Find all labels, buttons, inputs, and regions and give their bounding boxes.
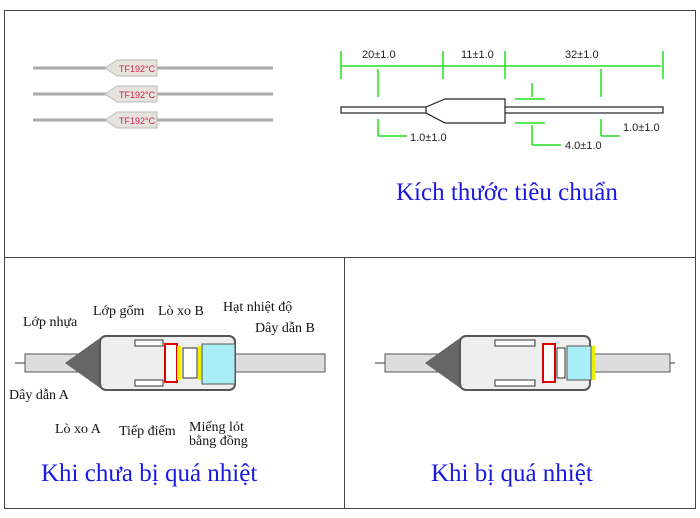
normal-state-panel: Lớp nhựa Lớp gốm Lò xo B Hạt nhiệt độ Dâ… [4, 257, 345, 509]
overheat-state-panel: Khi bị quá nhiệt [344, 257, 696, 509]
fuse-photos-and-dimension-drawing: TF192°C TF192°C TF192°C 20±1.0 11±1.0 32… [33, 49, 664, 152]
fuse-cutaway-normal [15, 335, 326, 391]
label-spring-a: Lò xo A [55, 422, 101, 437]
svg-text:20±1.0: 20±1.0 [362, 49, 396, 61]
label-plastic-layer: Lớp nhựa [23, 315, 78, 330]
svg-text:32±1.0: 32±1.0 [565, 49, 599, 61]
label-spring-b: Lò xo B [158, 304, 204, 319]
fuse-photos: TF192°C TF192°C TF192°C [33, 59, 273, 129]
label-contact: Tiếp điểm [119, 424, 176, 439]
label-copper-pad: Miếng lót [189, 420, 244, 435]
fuse-marking-text: TF192°C [119, 64, 156, 74]
fuse-outline [340, 98, 664, 124]
standard-dimensions-caption: Kích thước tiêu chuẩn [396, 179, 618, 206]
label-ceramic-layer: Lớp gốm [93, 304, 145, 319]
svg-text:TF192°C: TF192°C [119, 90, 156, 100]
dimension-drawing [340, 51, 664, 146]
overheat-state-caption: Khi bị quá nhiệt [431, 460, 593, 487]
svg-text:TF192°C: TF192°C [119, 116, 156, 126]
standard-dimensions-panel: TF192°C TF192°C TF192°C 20±1.0 11±1.0 32… [4, 10, 696, 258]
fuse-cutaway-overheated [375, 335, 675, 391]
normal-state-caption: Khi chưa bị quá nhiệt [41, 460, 258, 487]
label-copper-pad-2: bằng đồng [189, 434, 248, 449]
label-wire-b: Dây dẫn B [255, 321, 315, 336]
svg-text:1.0±1.0: 1.0±1.0 [410, 132, 447, 144]
svg-text:11±1.0: 11±1.0 [461, 49, 494, 61]
label-wire-a: Dây dẫn A [9, 388, 69, 403]
svg-text:1.0±1.0: 1.0±1.0 [623, 122, 660, 134]
svg-text:4.0±1.0: 4.0±1.0 [565, 140, 602, 152]
label-thermal-pellet: Hạt nhiệt độ [223, 300, 293, 315]
